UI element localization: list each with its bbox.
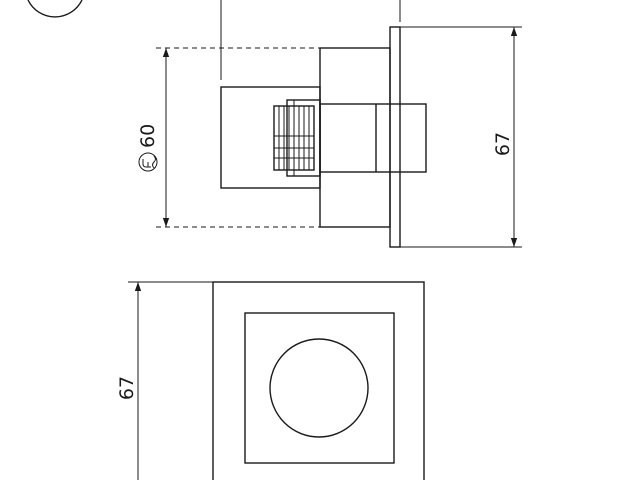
outer-frame (212, 281, 425, 480)
side-height-label: 67 (492, 132, 514, 156)
connector-block (286, 99, 321, 177)
lamp-opening (269, 338, 369, 438)
cutout-diameter-icon (138, 152, 158, 172)
inner-frame (244, 312, 395, 464)
front-view: 67 (116, 281, 425, 480)
front-width-label: 67 (116, 376, 138, 400)
connector-fin-lines (274, 106, 314, 170)
cutout-diameter-value: 60 (137, 124, 159, 148)
side-view: 60 67 (137, 26, 522, 248)
flange-plate (389, 26, 401, 248)
cutout-dimension-label: 60 (137, 124, 159, 172)
partial-detail-circle (27, 0, 83, 18)
rear-box (220, 86, 321, 189)
housing-body (319, 47, 391, 228)
lamp-tube (319, 103, 427, 173)
